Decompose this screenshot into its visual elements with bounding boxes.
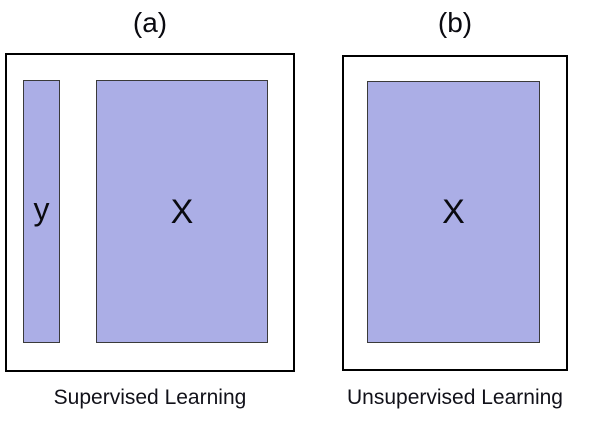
panel-b-label: (b) xyxy=(437,7,473,38)
target-vector-y: y xyxy=(23,80,60,343)
feature-matrix-x-supervised-label: X xyxy=(170,192,194,231)
panel-a-label: (a) xyxy=(132,7,168,38)
panel-b-caption: Unsupervised Learning xyxy=(347,386,563,409)
feature-matrix-x-unsupervised-label: X xyxy=(442,193,465,231)
panel-b-dataset-box: X xyxy=(342,55,568,371)
feature-matrix-x-unsupervised: X xyxy=(367,81,540,343)
feature-matrix-x-supervised: X xyxy=(96,80,268,343)
panel-a-caption: Supervised Learning xyxy=(53,386,247,409)
target-vector-y-label: y xyxy=(33,190,50,227)
panel-a-dataset-box: y X xyxy=(5,53,295,372)
